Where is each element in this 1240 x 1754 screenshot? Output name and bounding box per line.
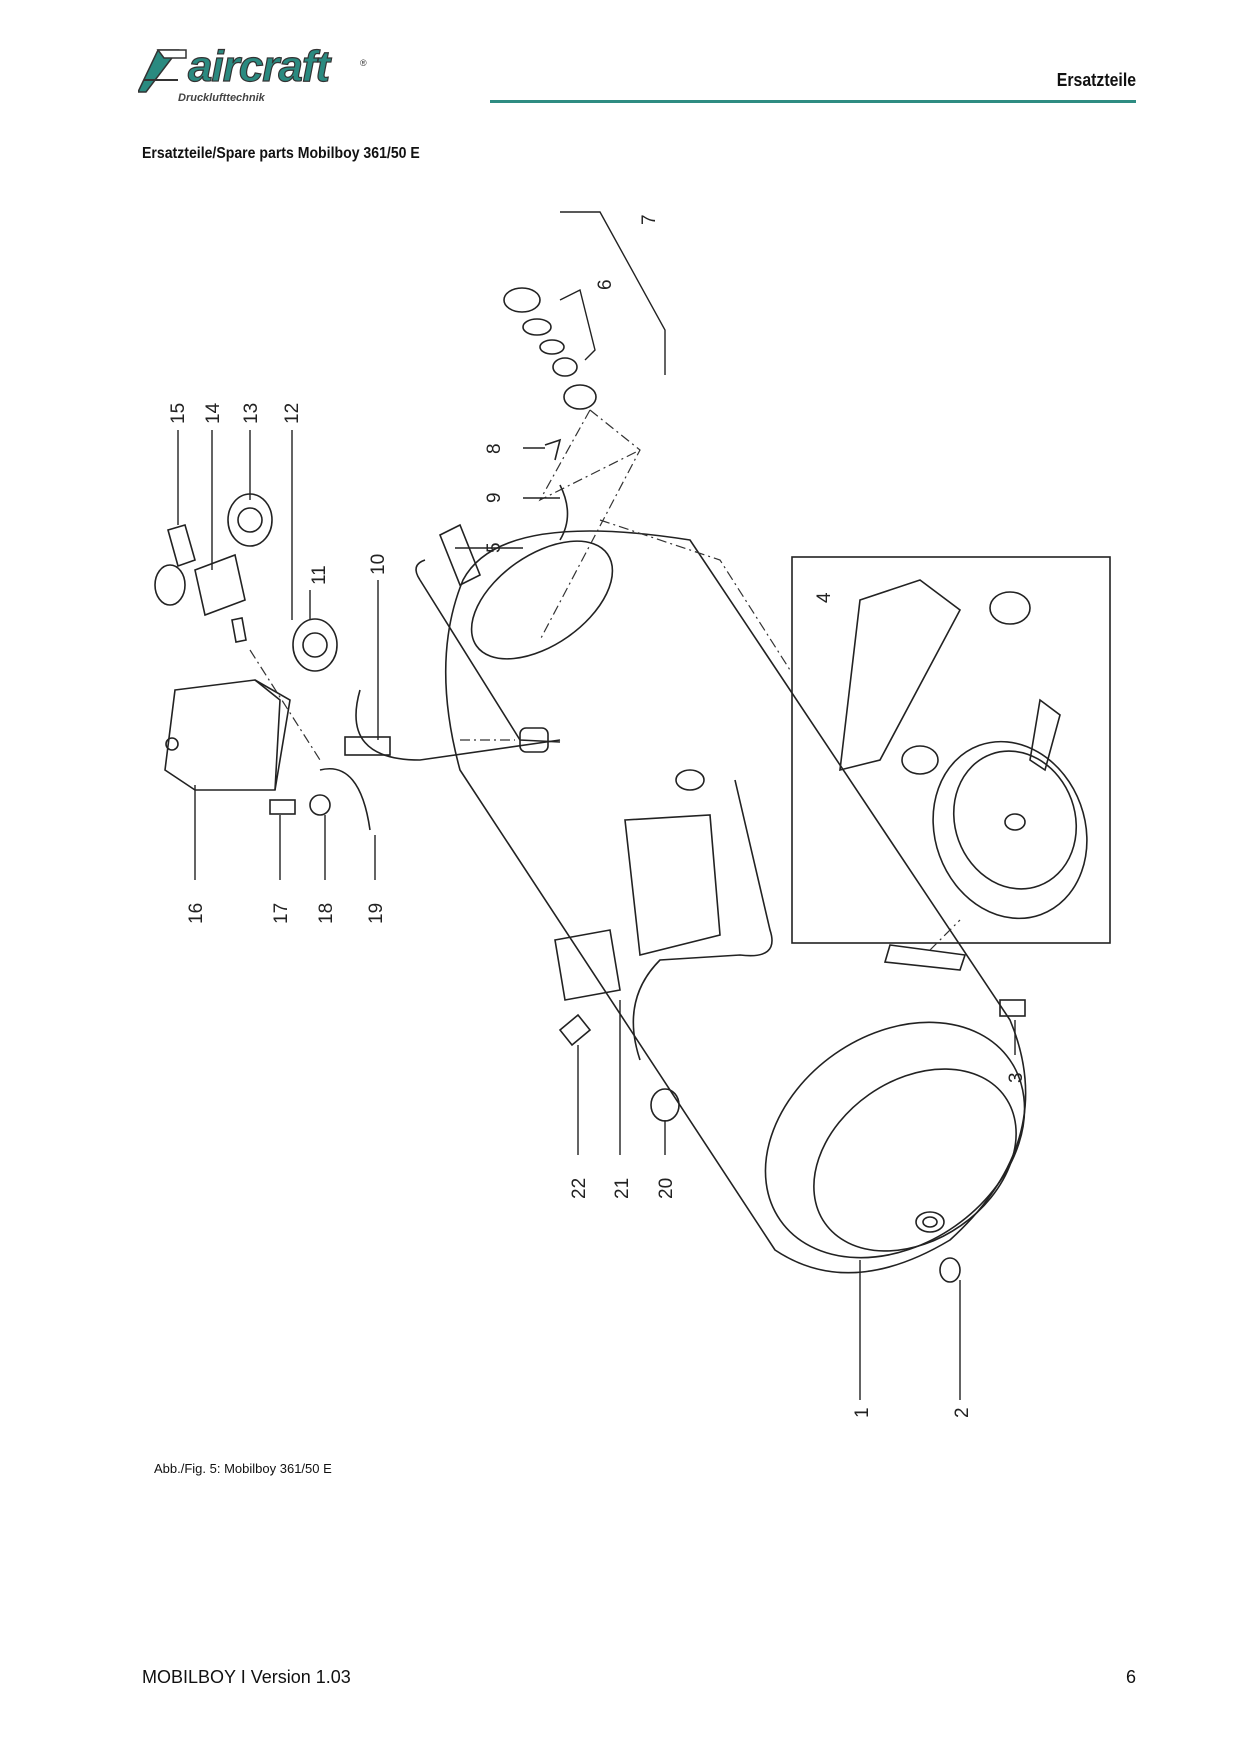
elbow-8	[544, 438, 562, 461]
quick-coupling	[167, 524, 196, 568]
frame-handle	[355, 689, 773, 1061]
callout-15: 15	[168, 403, 189, 424]
callout-22: 22	[569, 1178, 590, 1199]
check-valve	[675, 769, 705, 791]
pipe	[419, 579, 561, 743]
aircraft-logo: aircraft ® Drucklufttechnik	[138, 41, 388, 110]
section-title: Ersatzteile	[1056, 70, 1136, 90]
foot-22	[558, 1013, 592, 1047]
pressure-switch	[164, 679, 291, 791]
air-tank	[444, 530, 1027, 1274]
logo-tagline: Drucklufttechnik	[178, 92, 265, 104]
callout-3: 3	[1006, 1072, 1027, 1083]
footer-page-number: 6	[1125, 1667, 1136, 1687]
callout-4: 4	[814, 592, 835, 603]
cable-19	[319, 768, 371, 831]
callout-17: 17	[271, 903, 292, 924]
callout-5: 5	[484, 542, 505, 553]
logo-registered-mark: ®	[360, 58, 367, 68]
callout-19: 19	[366, 903, 387, 924]
callout-2: 2	[952, 1407, 973, 1418]
hose-9	[559, 484, 569, 541]
motor-inset-parts	[839, 579, 1088, 920]
bracket	[883, 944, 967, 971]
callout-8: 8	[484, 443, 505, 454]
header-divider	[490, 100, 1136, 103]
manifold-block	[194, 553, 246, 617]
callout-16: 16	[186, 903, 207, 924]
logo-mark-icon	[138, 49, 187, 93]
figure-caption: Abb./Fig. 5: Mobilboy 361/50 E	[154, 1461, 332, 1476]
footer-document-version: MOBILBOY I Version 1.03	[142, 1667, 351, 1687]
drain-valve-2	[939, 1257, 961, 1283]
callout-7: 7	[639, 214, 660, 225]
pressure-gauge-11	[292, 618, 338, 672]
drain-plug-3	[999, 999, 1026, 1017]
fitting-12	[231, 617, 247, 643]
callout-21: 21	[612, 1178, 633, 1199]
callout-6: 6	[595, 279, 616, 290]
callout-11: 11	[309, 565, 330, 585]
callout-20: 20	[656, 1178, 677, 1199]
motor-inset-box	[791, 556, 1111, 944]
logo-wordmark: aircraft	[187, 41, 330, 91]
fitting-18	[309, 794, 331, 816]
callout-14: 14	[203, 402, 224, 424]
fitting-20	[650, 1088, 680, 1122]
exploded-parts-diagram: 1 2 3 4 5 6 7 8 9 10 11 12 13 14 15 16 1…	[154, 211, 1111, 1418]
sleeve	[519, 727, 549, 753]
coupling-10	[344, 736, 391, 756]
fitting-17	[269, 799, 296, 815]
pipe-end	[415, 559, 426, 581]
valve-stack	[503, 287, 597, 410]
pressure-gauge-13	[227, 493, 273, 547]
page-subtitle: Ersatzteile/Spare parts Mobilboy 361/50 …	[142, 145, 420, 162]
callout-9: 9	[484, 492, 505, 503]
air-filter	[438, 523, 482, 587]
callout-10: 10	[368, 554, 389, 575]
callout-18: 18	[316, 903, 337, 924]
callout-12: 12	[282, 403, 303, 424]
callout-13: 13	[241, 403, 262, 424]
callout-1: 1	[852, 1407, 873, 1418]
